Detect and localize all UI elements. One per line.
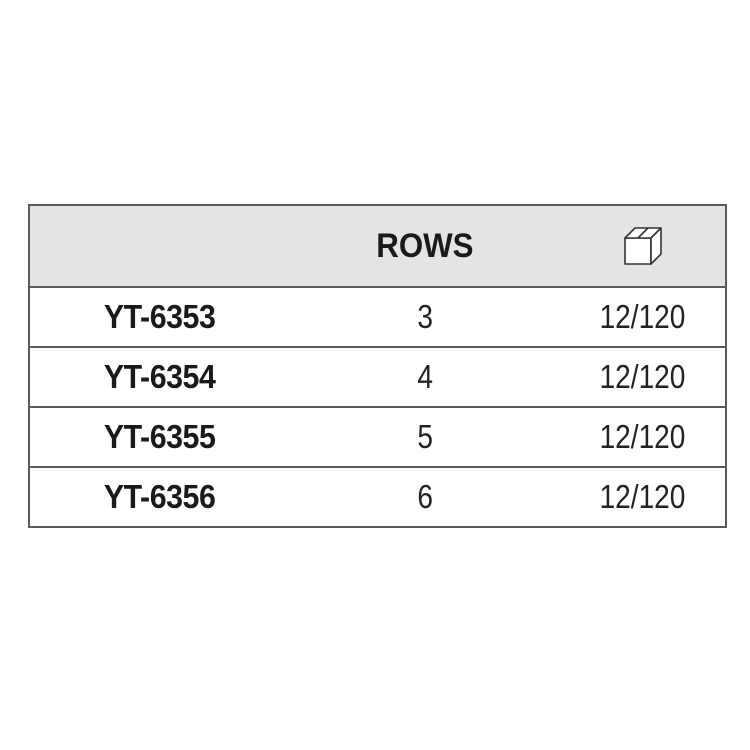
model-cell: YT-6356	[30, 468, 290, 526]
rows-value: 4	[417, 358, 433, 395]
table-row: YT-6354 4 12/120	[30, 346, 725, 406]
pack-cell: 12/120	[560, 468, 725, 526]
header-rows-label: ROWS	[376, 226, 474, 265]
model-cell: YT-6353	[30, 288, 290, 346]
model-code: YT-6354	[104, 358, 216, 395]
table-row: YT-6353 3 12/120	[30, 286, 725, 346]
rows-cell: 3	[290, 288, 560, 346]
pack-cell: 12/120	[560, 288, 725, 346]
header-rows-cell: ROWS	[290, 206, 560, 286]
table-row: YT-6355 5 12/120	[30, 406, 725, 466]
pack-value: 12/120	[599, 418, 686, 455]
rows-cell: 6	[290, 468, 560, 526]
table-row: YT-6356 6 12/120	[30, 466, 725, 526]
header-model-cell	[30, 206, 290, 286]
header-pack-cell	[560, 206, 725, 286]
rows-value: 6	[417, 478, 433, 515]
model-code: YT-6355	[104, 418, 216, 455]
pack-value: 12/120	[599, 298, 686, 335]
carton-box-icon	[623, 227, 662, 265]
model-cell: YT-6354	[30, 348, 290, 406]
pack-value: 12/120	[599, 478, 686, 515]
spec-table: ROWS YT-6353 3 12	[28, 204, 727, 528]
rows-cell: 5	[290, 408, 560, 466]
rows-value: 3	[417, 298, 433, 335]
pack-value: 12/120	[599, 358, 686, 395]
table-header: ROWS	[30, 206, 725, 286]
model-cell: YT-6355	[30, 408, 290, 466]
rows-cell: 4	[290, 348, 560, 406]
pack-cell: 12/120	[560, 408, 725, 466]
rows-value: 5	[417, 418, 433, 455]
pack-cell: 12/120	[560, 348, 725, 406]
model-code: YT-6356	[104, 478, 216, 515]
model-code: YT-6353	[104, 298, 216, 335]
